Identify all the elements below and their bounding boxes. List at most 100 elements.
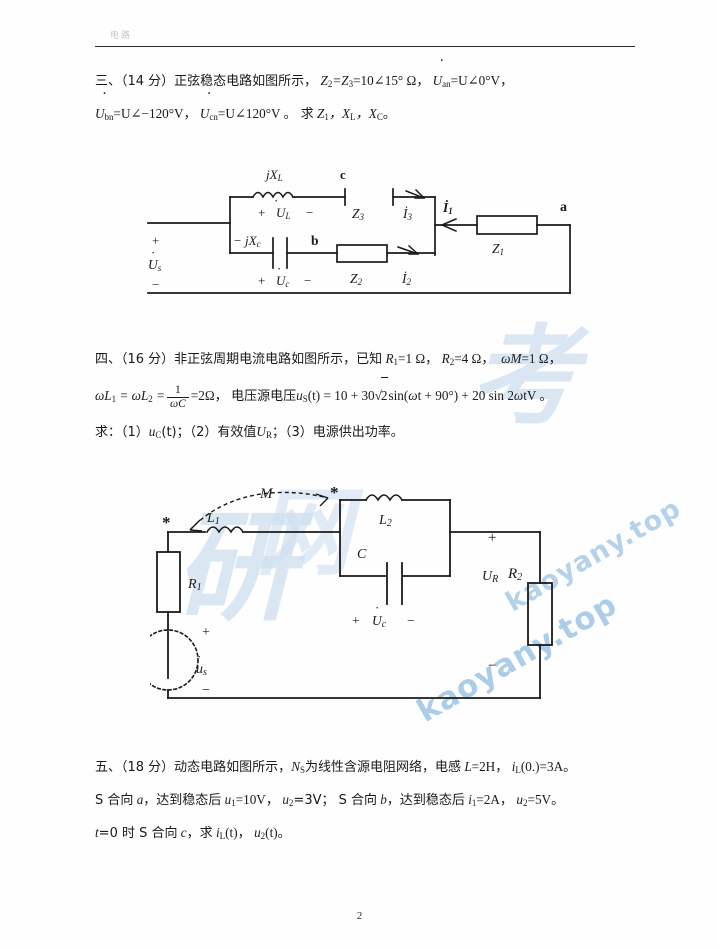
q3-ask: 。 求 xyxy=(283,107,314,122)
q3-unknowns: Z1，XL，XC xyxy=(317,106,383,122)
label-us2-plus: + xyxy=(202,625,210,640)
q5-switch-b: b xyxy=(380,792,387,807)
label-uc-dot: · xyxy=(277,261,281,276)
label-l2: L2 xyxy=(378,513,392,529)
q5-ns: NS xyxy=(291,759,305,775)
label-ur-plus: + xyxy=(488,530,496,546)
label-ur: UR xyxy=(482,569,498,585)
label-z1: Z1 xyxy=(492,241,504,257)
q5-l1c: =2H， xyxy=(471,759,509,774)
q5-l3c: (t)， xyxy=(225,825,251,840)
q4-wl-value: =2Ω， xyxy=(190,388,228,403)
q4-ask-prefix: 求：（1） xyxy=(95,425,149,440)
q4-source-label: 电压源电压 xyxy=(231,389,297,404)
q4-src-a: (t) = 10 + 30 xyxy=(307,388,375,403)
dot-marker-l1: * xyxy=(162,513,171,532)
q5-switch-c: c xyxy=(180,825,187,840)
q3-z-vars: Z2=Z3 xyxy=(320,73,354,89)
q3-ohm: Ω xyxy=(406,73,417,88)
q4-ask-2: ；（3）电源供出功率。 xyxy=(271,425,404,440)
q5-l3b: ，求 xyxy=(186,826,213,841)
label-ul-plus: + xyxy=(258,205,265,220)
label-r2: R2 xyxy=(507,566,522,583)
question-5-text: 五、（18 分）动态电路如图所示，NS为线性含源电阻网络，电感 L=2H， iL… xyxy=(95,752,640,851)
label-uc2-plus: + xyxy=(352,613,360,628)
label-r1: R1 xyxy=(187,577,202,593)
question-4-text: 四、（16 分）非正弦周期电流电路如图所示，已知 R1=1 Ω， R2=4 Ω，… xyxy=(95,351,562,440)
q4-src-b: sin( xyxy=(388,388,409,403)
label-i1: İ1 xyxy=(442,200,453,216)
page-number: 2 xyxy=(356,910,363,922)
q5-l1b: 为线性含源电阻网络，电感 xyxy=(305,760,462,775)
label-us2: us xyxy=(196,662,207,678)
q5-u1: u1 xyxy=(224,792,236,808)
q3-z-value: =10∠15° xyxy=(353,73,404,88)
label-uc2-minus: − xyxy=(407,613,415,628)
page-header-text: 电路 xyxy=(110,30,133,40)
label-uc2: Uc xyxy=(372,613,387,630)
label-node-c: c xyxy=(340,167,346,182)
circuit-diagram-1: jXL c + UL · − Z3 İ3 İ1 Z1 a − jXc b + U… xyxy=(140,165,590,305)
label-c: C xyxy=(357,547,367,562)
q4-prefix: 四、（16 分）非正弦周期电流电路如图所示，已知 xyxy=(95,352,383,367)
q5-l1a: 五、（18 分）动态电路如图所示， xyxy=(95,760,292,775)
circuit-1-svg: jXL c + UL · − Z3 İ3 İ1 Z1 a − jXc b + U… xyxy=(147,167,571,294)
q5-l3d: (t)。 xyxy=(265,825,291,840)
q3-u-cn: Ucn xyxy=(200,99,218,132)
q5-t: t xyxy=(95,825,99,840)
q5-l2f: =2A， xyxy=(476,792,514,807)
question-3-text: 三、（14 分）正弦稳态电路如图所示， Z2=Z3=10∠15° Ω， Uan=… xyxy=(95,66,640,132)
q3-u-bn-value: =U∠−120°V xyxy=(113,106,184,121)
q4-wm-value: =1 Ω， xyxy=(521,351,562,366)
label-us-minus: − xyxy=(152,277,159,292)
q4-sqrt2: √2 xyxy=(375,377,389,403)
label-us2-minus: − xyxy=(202,683,210,698)
label-i3: İ3 xyxy=(402,206,413,222)
label-us2-dot: · xyxy=(197,649,201,664)
q5-il0: iL xyxy=(511,759,521,775)
q5-u2: u2 xyxy=(282,792,294,808)
label-z3: Z3 xyxy=(352,206,365,222)
header-divider xyxy=(95,46,635,47)
label-ur-minus: − xyxy=(488,658,496,674)
q5-l2g: =5V。 xyxy=(527,792,565,807)
q5-i1: i1 xyxy=(468,792,477,808)
q5-l2e: ，达到稳态后 xyxy=(386,793,465,808)
q4-us: uS xyxy=(296,388,308,404)
q3-u-an: Uan xyxy=(433,66,451,99)
label-us-plus: + xyxy=(152,233,159,248)
q4-ask-1: (t)；（2）有效值 xyxy=(161,425,257,440)
q4-src-c: t + 90°) + 20 sin 2 xyxy=(417,388,514,403)
q5-u2b: u2 xyxy=(516,792,528,808)
q5-switch-a: a xyxy=(136,792,144,807)
circuit-diagram-2: M * * L1 L2 C + Uc · − R1 + us · − UR R2… xyxy=(150,470,610,710)
dot-marker-l2: * xyxy=(330,483,339,502)
q5-l2a: S 合向 xyxy=(95,793,134,808)
q4-r2-value: =4 Ω， xyxy=(454,351,495,366)
q4-r1-value: =1 Ω， xyxy=(398,351,439,366)
q3-u-an-value: =U∠0°V xyxy=(450,73,501,88)
q5-l3a: =0 时 S 合向 xyxy=(98,826,178,841)
q3-prefix: 三、（14 分）正弦稳态电路如图所示， xyxy=(95,74,318,89)
q4-r2: R2 xyxy=(441,351,455,367)
label-l1: L1 xyxy=(206,511,220,527)
q3-u-bn: Ubn xyxy=(95,99,114,132)
label-node-a: a xyxy=(560,200,567,215)
label-i2: İ2 xyxy=(401,271,412,287)
q4-ur: UR xyxy=(256,424,272,440)
label-uc-plus: + xyxy=(258,273,265,288)
q4-r1: R1 xyxy=(385,351,399,367)
q4-wm: ωM xyxy=(501,351,522,366)
label-jxl: jXL xyxy=(264,167,283,183)
label-ul-dot: · xyxy=(274,193,278,208)
q5-l1d: (0.)=3A。 xyxy=(520,759,577,774)
label-uc-minus: − xyxy=(304,273,311,288)
q5-l2d: =3V； S 合向 xyxy=(293,793,377,808)
q5-il: iL xyxy=(215,825,226,841)
q5-l2c: =10V， xyxy=(235,792,280,807)
label-mjxc: − jXc xyxy=(233,233,261,249)
q4-src-d: tV 。 xyxy=(523,388,553,403)
label-m-coupling: M xyxy=(259,486,274,502)
